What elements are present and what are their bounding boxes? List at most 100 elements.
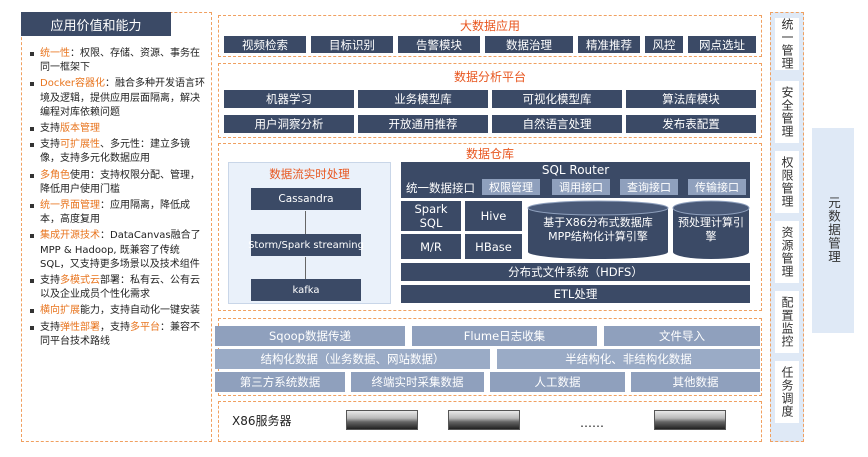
ingest-flume: Flume日志收集 [412, 326, 597, 346]
unified-interface-label: 统一数据接口 [406, 181, 475, 195]
right-resource-mgmt: 资源管理 [775, 221, 799, 283]
warehouse-title: 数据仓库 [465, 147, 514, 161]
capability-highlight: 多模式云 [60, 275, 100, 287]
app-site-selection: 网点选址 [688, 36, 756, 53]
capability-item: 多角色使用：支持权限分配、管理，降低用户使用门槛 [30, 169, 208, 197]
right-task-schedule: 任务调度 [775, 361, 799, 423]
capability-item: 统一界面管理：应用隔离，降低成本，高度复用 [30, 199, 208, 227]
capability-text: 部署：私有云、公有云以及企业成员个性化需求 [40, 275, 200, 301]
capability-text: ：应用隔离，降低成本，高度复用 [40, 200, 190, 226]
capability-highlight: 多角色 [40, 169, 70, 181]
bigdata-app-section: 大数据应用 [218, 15, 762, 57]
analysis-platform-title: 数据分析平台 [453, 70, 526, 84]
interface-transfer: 传输接口 [688, 179, 746, 195]
capability-text: ：权限、存储、资源、事务在同一框架下 [40, 48, 200, 74]
ingest-other: 其他数据 [631, 372, 760, 392]
ingest-third-party: 第三方系统数据 [215, 372, 345, 392]
capability-text: ：融合多种开发语言环境及逻辑，提供应用层面隔离，解决编程对库依赖问题 [40, 78, 206, 118]
capability-item: 统一性：权限、存储、资源、事务在同一框架下 [30, 47, 208, 75]
interface-permission: 权限管理 [482, 179, 540, 195]
ingest-terminal-realtime: 终端实时采集数据 [351, 372, 484, 392]
right-security-mgmt: 安全管理 [775, 81, 799, 143]
capability-text: ，支持 [100, 321, 130, 333]
server-image-3 [654, 410, 726, 430]
ingest-structured: 结构化数据（业务数据、网站数据） [215, 349, 490, 369]
capability-highlight: Docker容器化 [40, 78, 106, 90]
capability-highlight: 弹性部署 [60, 321, 100, 333]
capability-highlight: 可扩展性 [60, 139, 100, 151]
stream-arrow-1 [305, 211, 306, 234]
server-image-2 [448, 410, 520, 430]
capability-item: 支持可扩展性、多元性：建立多镜像，支持多元化数据应用 [30, 138, 208, 166]
metadata-mgmt-label: 元数据管理 [826, 196, 841, 264]
engine-hbase: HBase [465, 234, 522, 259]
capability-item: 支持多模式云部署：私有云、公有云以及企业成员个性化需求 [30, 274, 208, 302]
hdfs-bar: 分布式文件系统（HDFS） [401, 263, 750, 281]
stream-cassandra: Cassandra [251, 188, 361, 210]
app-data-governance: 数据治理 [485, 36, 573, 53]
server-ellipsis: …… [580, 416, 604, 430]
platform-algorithm-lib: 算法库模块 [626, 90, 756, 108]
capability-text: 支持 [40, 275, 60, 287]
capability-highlight: 统一性 [40, 48, 70, 59]
capability-text: 、多元性：建立多镜像，支持多元化数据应用 [40, 139, 190, 165]
app-risk-control: 风控 [645, 36, 683, 53]
mpp-database-cylinder [527, 200, 669, 259]
ingest-sqoop: Sqoop数据传递 [215, 326, 405, 346]
right-unified-mgmt: 统一管理 [775, 18, 799, 70]
mpp-database-label: 基于X86分布式数据库 MPP结构化计算引擎 [543, 216, 653, 243]
server-image-1 [346, 410, 418, 430]
engine-spark-sql: Spark SQL [401, 201, 461, 231]
bigdata-app-title: 大数据应用 [459, 19, 520, 33]
left-panel-title: 应用价值和能力 [21, 12, 171, 36]
capability-text: 能力，支持自动化一键安装 [80, 305, 200, 317]
capability-highlight: 横向扩展 [40, 305, 80, 317]
stream-kafka: kafka [251, 279, 361, 301]
warehouse-section: 数据仓库 [218, 143, 762, 311]
sql-router-label: SQL Router [541, 163, 610, 177]
capability-item: 支持弹性部署，支持多平台：兼容不同平台技术路线 [30, 321, 208, 349]
platform-publish-config: 发布表配置 [626, 115, 756, 133]
capability-highlight: 集成开源技术 [40, 230, 100, 242]
capability-text: 支持 [40, 321, 60, 333]
capability-item: 横向扩展能力，支持自动化一键安装 [30, 304, 208, 318]
stream-processing-title: 数据流实时处理 [269, 167, 350, 181]
capability-item: Docker容器化：融合多种开发语言环境及逻辑，提供应用层面隔离，解决编程对库依… [30, 77, 208, 120]
capability-text: ：DataCanvas融合了MPP & Hadoop, 既兼容了传统SQL，又支… [40, 230, 201, 270]
capability-item: 支持版本管理 [30, 122, 208, 136]
app-target-recognition: 目标识别 [311, 36, 393, 53]
right-config-monitor: 配置监控 [775, 291, 799, 353]
preprocess-engine-label: 预处理计算引擎 [678, 216, 744, 243]
interface-query: 查询接口 [620, 179, 678, 195]
engine-hive: Hive [465, 201, 522, 231]
interface-call: 调用接口 [552, 179, 610, 195]
platform-business-model-lib: 业务模型库 [358, 90, 488, 108]
app-precise-recommend: 精准推荐 [578, 36, 640, 53]
capability-highlight: 统一界面管理 [40, 200, 100, 212]
stream-storm-spark: Storm/Spark streaming [248, 234, 364, 256]
capability-highlight: 版本管理 [60, 123, 100, 135]
ingest-semi-structured: 半结构化、非结构化数据 [497, 349, 760, 369]
analysis-platform-section: 数据分析平台 [218, 63, 762, 138]
ingest-manual: 人工数据 [490, 372, 625, 392]
metadata-mgmt-panel [812, 128, 854, 333]
etl-bar: ETL处理 [401, 285, 750, 303]
platform-machine-learning: 机器学习 [224, 90, 354, 108]
preprocess-engine-cylinder [672, 200, 750, 259]
capability-text: ：兼容不同平台技术路线 [40, 321, 200, 347]
platform-visual-model-lib: 可视化模型库 [492, 90, 622, 108]
platform-open-recommend: 开放通用推荐 [358, 115, 488, 133]
app-alarm-module: 告警模块 [398, 36, 480, 53]
capability-text: 支持 [40, 139, 60, 151]
platform-nlp: 自然语言处理 [492, 115, 622, 133]
capability-text: 使用：支持权限分配、管理，降低用户使用门槛 [40, 169, 200, 195]
engine-spark-sql-label: Spark SQL [414, 202, 448, 230]
capability-item: 集成开源技术：DataCanvas融合了MPP & Hadoop, 既兼容了传统… [30, 229, 208, 272]
app-video-search: 视频检索 [224, 36, 306, 53]
capability-text: 支持 [40, 123, 60, 135]
right-permission-mgmt: 权限管理 [775, 151, 799, 213]
engine-mr: M/R [401, 234, 461, 259]
stream-arrow-2 [305, 257, 306, 279]
platform-user-insight: 用户洞察分析 [224, 115, 354, 133]
